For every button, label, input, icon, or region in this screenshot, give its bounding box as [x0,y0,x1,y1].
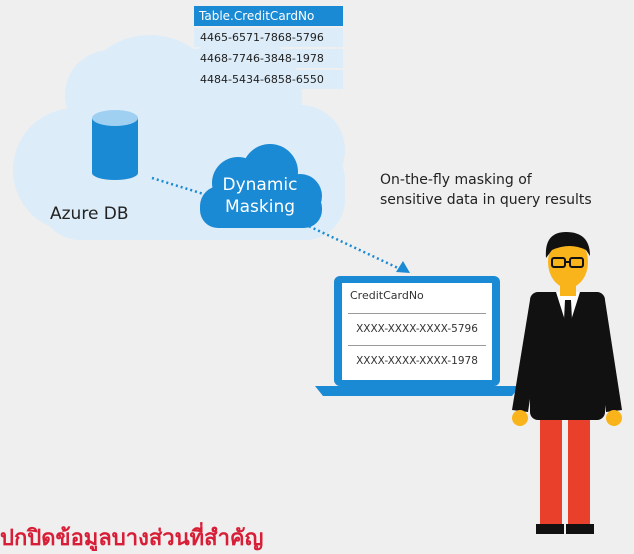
table-row: 4465-6571-7868-5796 [194,28,343,47]
note-line-1: On-the-fly masking of [380,172,532,188]
page-title: ปกปิดข้อมูลบางส่วนที่สำคัญ [0,526,264,551]
masking-line-2: Masking [224,197,296,217]
database-icon [92,110,138,180]
person-icon [512,232,622,534]
azure-db-label: Azure DB [50,204,129,224]
dynamic-masking-label: Dynamic Masking [204,174,316,218]
table-row: 4468-7746-3848-1978 [194,49,343,68]
laptop-screen: CreditCardNo XXXX-XXXX-XXXX-5796 XXXX-XX… [342,283,492,380]
dotted-link-db-masking [151,176,211,198]
screen-divider [348,313,486,314]
note-line-2: sensitive data in query results [380,192,592,208]
table-row: 4484-5434-6858-6550 [194,70,343,89]
masked-row: XXXX-XXXX-XXXX-5796 [356,323,478,335]
masking-line-1: Dynamic [222,175,298,195]
dotted-arrow-icon [299,220,410,273]
screen-divider [348,345,486,346]
screen-header: CreditCardNo [350,289,424,302]
masking-cloud-icon [200,144,322,228]
table-header: Table.CreditCardNo [194,6,343,26]
masked-row: XXXX-XXXX-XXXX-1978 [356,355,478,367]
masking-note: On-the-fly masking of sensitive data in … [380,170,620,210]
credit-card-table: Table.CreditCardNo 4465-6571-7868-5796 4… [194,6,343,89]
